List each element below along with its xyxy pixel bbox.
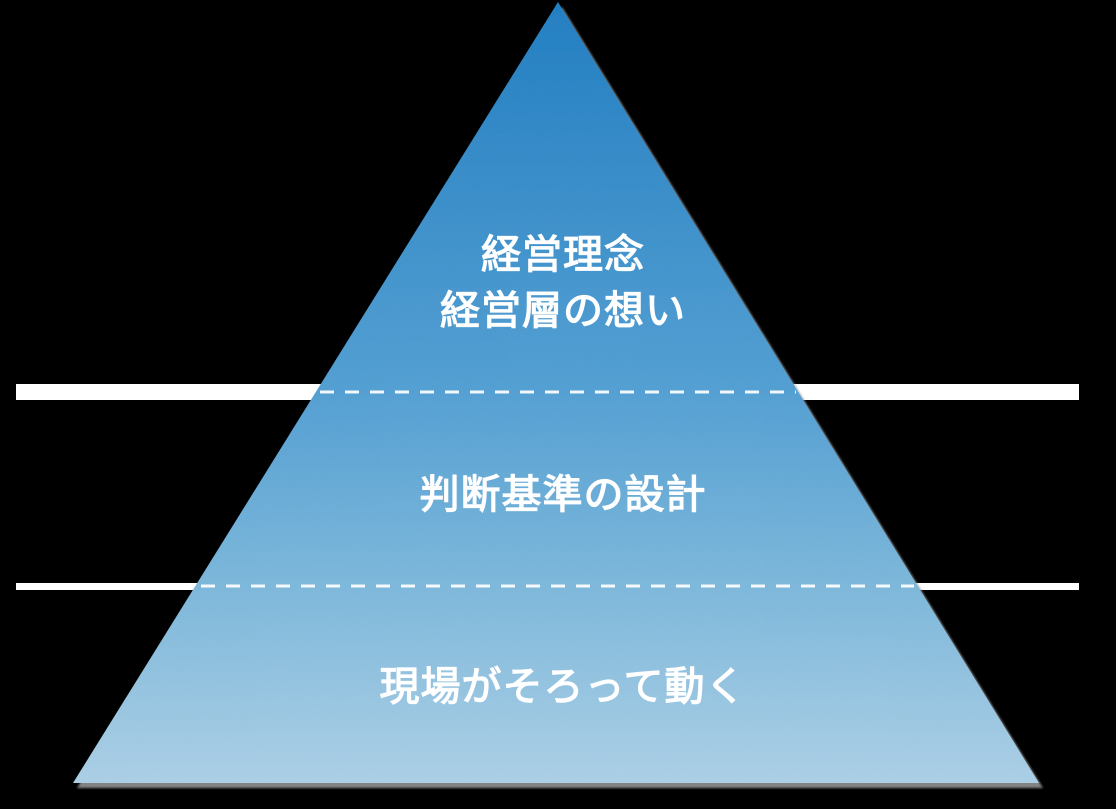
tier-label-top-line-2: 経営層の想い (440, 289, 686, 333)
tier-label-bottom-line-1: 現場がそろって動く (379, 665, 747, 709)
tier-label-bottom: 現場がそろって動く (380, 659, 747, 715)
tier-label-middle: 判断基準の設計 (420, 467, 707, 523)
tier-label-top-line-1: 経営理念 (481, 233, 645, 277)
tier-label-top: 経営理念 経営層の想い (440, 227, 686, 339)
tier-label-middle-line-1: 判断基準の設計 (419, 473, 707, 517)
